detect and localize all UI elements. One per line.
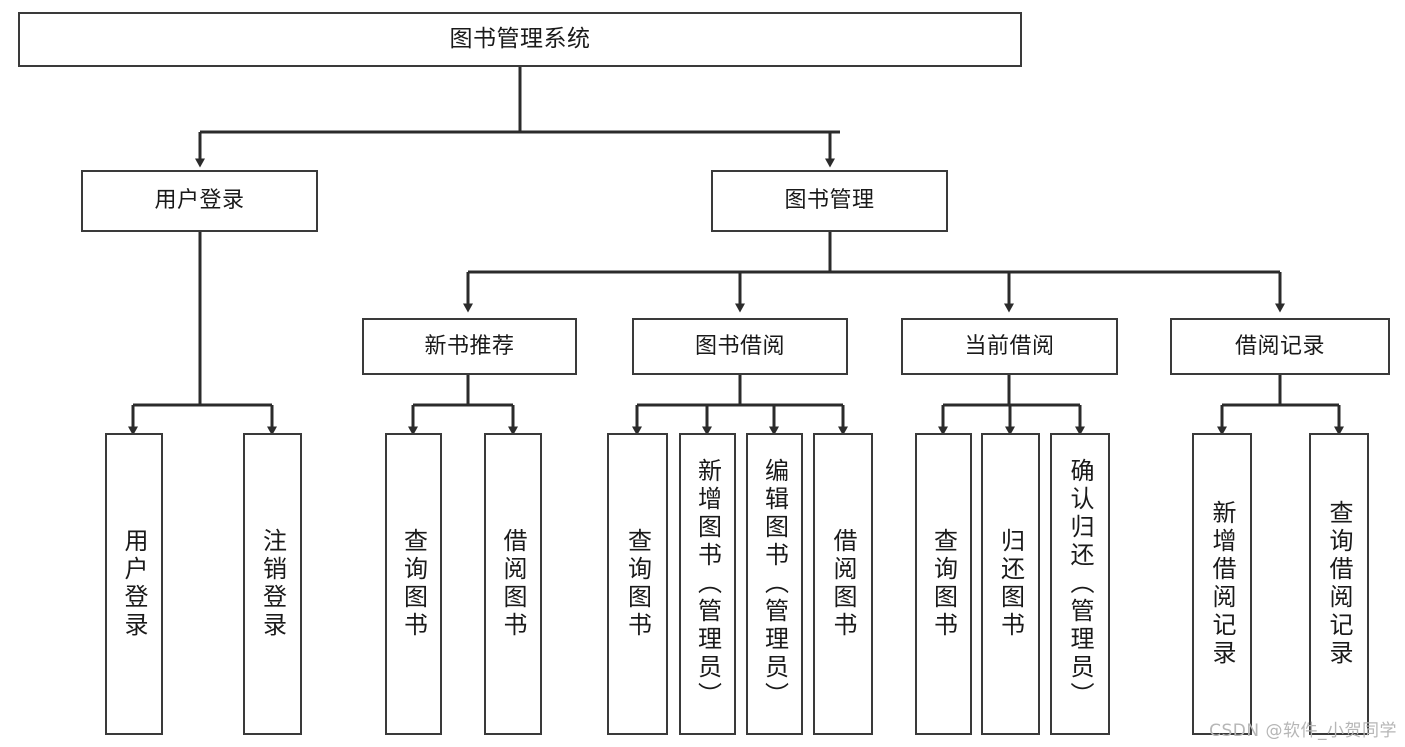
node-label: 借阅图书 bbox=[499, 528, 527, 640]
node-label: 查询图书 bbox=[623, 528, 652, 640]
node-label: 归还图书 bbox=[996, 528, 1025, 640]
node-label: 新增图书（管理员） bbox=[693, 458, 722, 710]
node-label: 借阅记录 bbox=[1234, 333, 1325, 359]
leaf-add-borrow-record[interactable]: 新增借阅记录 bbox=[1192, 433, 1252, 735]
node-borrow-record[interactable]: 借阅记录 bbox=[1170, 318, 1390, 375]
leaf-borrow-book[interactable]: 借阅图书 bbox=[813, 433, 873, 735]
leaf-query-book-current[interactable]: 查询图书 bbox=[915, 433, 972, 735]
node-book-borrow[interactable]: 图书借阅 bbox=[632, 318, 848, 375]
node-user-login[interactable]: 用户登录 bbox=[81, 170, 318, 232]
node-label: 借阅图书 bbox=[829, 528, 857, 640]
leaf-query-book-recommend[interactable]: 查询图书 bbox=[385, 433, 442, 735]
leaf-user-login[interactable]: 用户登录 bbox=[105, 433, 163, 735]
node-label: 当前借阅 bbox=[964, 333, 1055, 359]
node-label: 图书借阅 bbox=[694, 333, 785, 359]
node-label: 用户登录 bbox=[154, 188, 245, 214]
node-label: 新增借阅记录 bbox=[1208, 500, 1236, 668]
leaf-logout[interactable]: 注销登录 bbox=[243, 433, 302, 735]
leaf-add-book-admin[interactable]: 新增图书（管理员） bbox=[679, 433, 736, 735]
leaf-edit-book-admin[interactable]: 编辑图书（管理员） bbox=[746, 433, 803, 735]
leaf-borrow-book-recommend[interactable]: 借阅图书 bbox=[484, 433, 542, 735]
leaf-confirm-return-admin[interactable]: 确认归还（管理员） bbox=[1050, 433, 1110, 735]
leaf-query-borrow-record[interactable]: 查询借阅记录 bbox=[1309, 433, 1369, 735]
node-current-borrow[interactable]: 当前借阅 bbox=[901, 318, 1118, 375]
leaf-return-book[interactable]: 归还图书 bbox=[981, 433, 1040, 735]
node-new-book-recommend[interactable]: 新书推荐 bbox=[362, 318, 577, 375]
node-label: 编辑图书（管理员） bbox=[760, 458, 789, 710]
csdn-watermark: CSDN @软件_小贺同学 bbox=[1209, 721, 1397, 741]
node-label: 查询图书 bbox=[399, 528, 428, 640]
node-label: 确认归还（管理员） bbox=[1066, 458, 1094, 710]
node-label: 查询图书 bbox=[929, 528, 958, 640]
node-label: 新书推荐 bbox=[424, 333, 515, 359]
node-root-book-management-system[interactable]: 图书管理系统 bbox=[18, 12, 1022, 67]
node-label: 图书管理系统 bbox=[449, 26, 591, 53]
leaf-query-book-borrow[interactable]: 查询图书 bbox=[607, 433, 668, 735]
node-book-management[interactable]: 图书管理 bbox=[711, 170, 948, 232]
node-label: 图书管理 bbox=[784, 188, 875, 214]
node-label: 用户登录 bbox=[120, 528, 148, 640]
node-label: 注销登录 bbox=[258, 528, 287, 640]
node-label: 查询借阅记录 bbox=[1325, 500, 1353, 668]
